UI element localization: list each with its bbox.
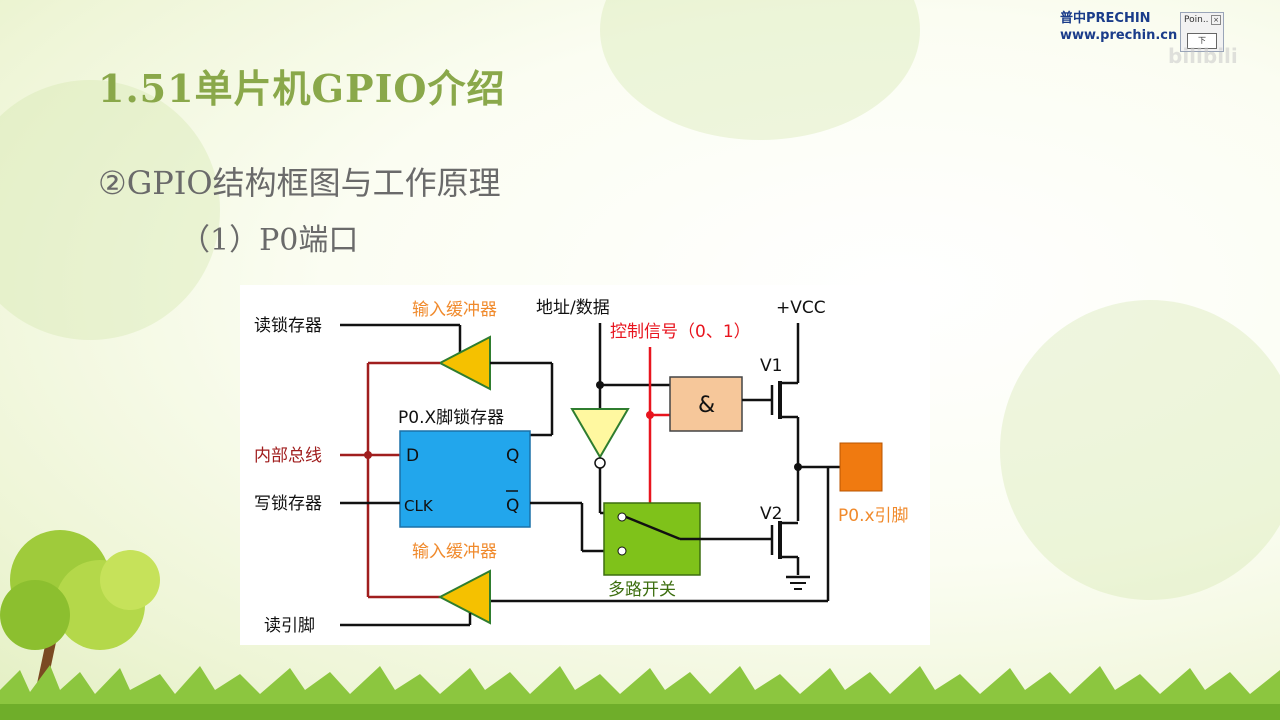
input-buffer-mid-label: 输入缓冲器 [412,542,497,562]
v1-label: V1 [760,356,782,376]
and-gate [669,376,743,432]
read-pin-label: 读引脚 [264,616,315,636]
latch-clk: CLK [404,497,434,515]
latch-d: D [406,446,419,466]
background-bokeh [600,0,920,140]
input-buffer-top [437,335,491,391]
mini-window-caption: Poin.. [1184,15,1209,25]
and-gate-symbol: & [698,393,715,418]
background-bokeh [0,80,220,340]
latch-title: P0.X脚锁存器 [398,408,504,428]
slide-title: 1.51单片机GPIO介绍 [98,66,506,111]
watermark: bilibili [1168,44,1238,68]
v2-label: V2 [760,504,782,524]
brand-logo-url: www.prechin.cn [1060,28,1178,43]
control-signal-label: 控制信号（0、1） [610,322,751,342]
latch-qbar: Q [506,496,519,516]
background-bokeh [1000,300,1280,600]
latch-q: Q [506,446,519,466]
read-latch-label: 读锁存器 [254,316,322,336]
write-latch-label: 写锁存器 [254,494,322,514]
inverter [570,408,630,459]
mini-window[interactable]: Poin.. × 下 [1180,12,1224,52]
latch-block [399,430,531,528]
input-buffer-top-label: 输入缓冲器 [412,300,497,320]
grass-decoration [0,665,1280,720]
section-subsubtitle: （1）P0端口 [180,223,359,258]
pin-label: P0.x引脚 [838,506,909,526]
p0-port-diagram: 读锁存器 输入缓冲器 内部总线 P0.X脚锁存器 D Q CLK Q 写锁存器 … [240,285,930,645]
vcc-label: +VCC [776,298,826,318]
mini-window-button[interactable]: 下 [1187,33,1217,49]
section-subtitle: ②GPIO结构框图与工作原理 [98,164,501,202]
mux-label: 多路开关 [608,580,676,600]
brand-logo: 普中PRECHIN www.prechin.cn [1060,10,1177,44]
pin-block [839,442,883,492]
internal-bus-label: 内部总线 [254,446,322,466]
tree-decoration [0,530,160,710]
input-buffer-bottom [437,569,491,625]
addr-data-label: 地址/数据 [536,298,610,318]
close-icon[interactable]: × [1211,15,1221,25]
brand-logo-name: 普中PRECHIN [1060,11,1151,26]
